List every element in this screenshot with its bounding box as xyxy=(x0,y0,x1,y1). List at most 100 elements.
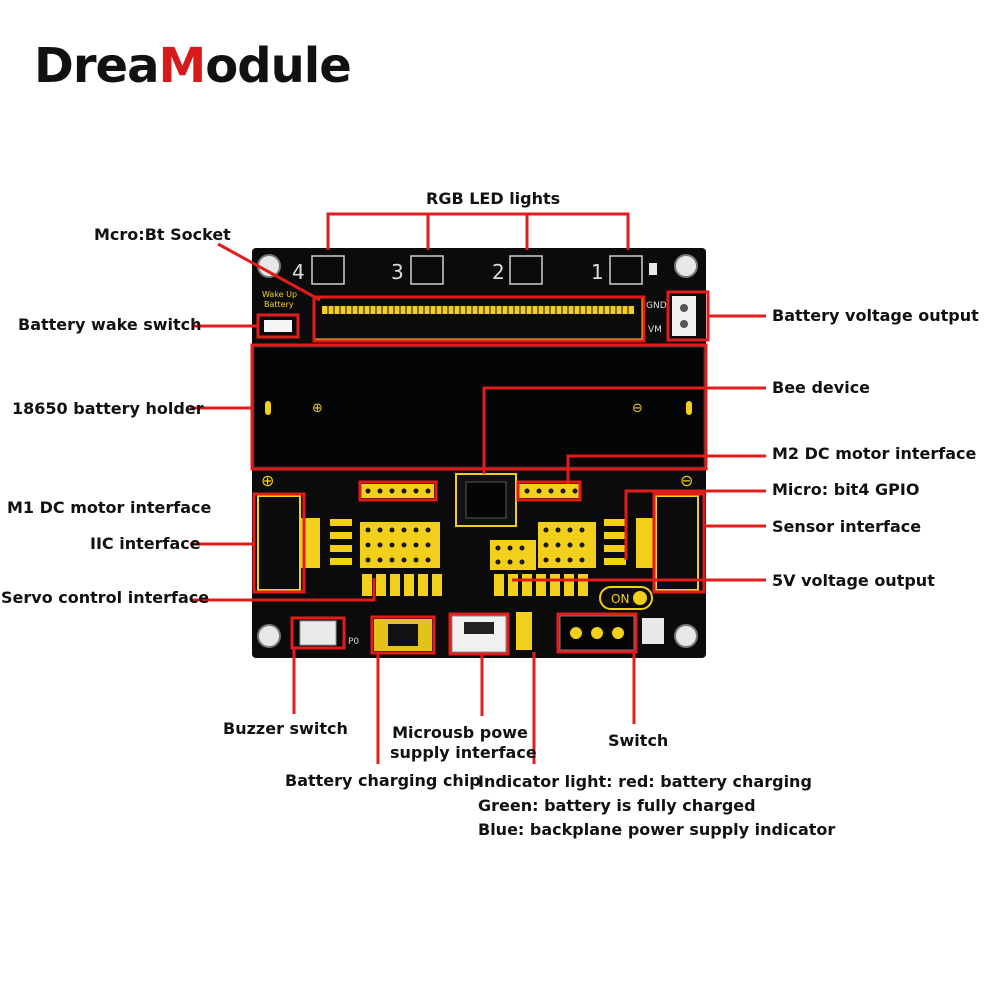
switch-terminal xyxy=(570,627,582,639)
indicator-note-line: Blue: backplane power supply indicator xyxy=(478,820,836,839)
iic-pad xyxy=(330,519,352,526)
rgb-leader xyxy=(326,212,630,250)
rgb-led-pad xyxy=(311,255,345,285)
brand-prefix: Drea xyxy=(34,38,159,94)
label-5v-output: 5V voltage output xyxy=(772,571,935,590)
charging-chip xyxy=(388,624,418,646)
label-rgb-led: RGB LED lights xyxy=(426,189,561,208)
led-number: 4 xyxy=(292,260,305,284)
label-m2-motor: M2 DC motor interface xyxy=(772,444,977,463)
m2-leader xyxy=(566,454,766,484)
plus-symbol: ⊕ xyxy=(312,401,323,416)
callout-usb-box xyxy=(448,612,510,656)
on-switch-knob xyxy=(633,591,647,605)
microusb-opening xyxy=(464,622,494,634)
switch-terminal xyxy=(612,627,624,639)
label-microusb: Microusb powe supply interface xyxy=(390,723,537,763)
servo-pads xyxy=(362,574,588,596)
callout-socket-box xyxy=(312,295,646,343)
label-switch: Switch xyxy=(608,731,669,750)
iic-pads xyxy=(330,519,352,565)
iic-pad xyxy=(330,532,352,539)
rgb-led-pad xyxy=(509,255,543,285)
indicator-leds xyxy=(516,612,532,650)
iic-pad xyxy=(330,558,352,565)
mounting-hole xyxy=(674,624,698,648)
bee-chip-core xyxy=(465,481,507,519)
indicator-note-line: Green: battery is fully charged xyxy=(478,796,756,815)
on-label: ON xyxy=(611,592,629,606)
header-pin xyxy=(680,304,688,312)
callout-m2-header-box xyxy=(516,480,582,502)
rgb-led-footprints xyxy=(311,255,643,285)
v5-header xyxy=(490,540,536,570)
label-iic: IIC interface xyxy=(90,534,201,553)
brand-logo: DreaModule xyxy=(34,42,352,90)
callout-m1-header-box xyxy=(358,480,438,502)
m2-polarity-icon: ⊖ xyxy=(680,471,693,490)
label-buzzer-switch: Buzzer switch xyxy=(223,719,348,738)
label-microbit-socket: Mcro:Bt Socket xyxy=(94,225,231,244)
vm-label: VM xyxy=(648,325,662,335)
led-number: 1 xyxy=(591,260,604,284)
right-pad xyxy=(604,532,626,539)
header-pin xyxy=(680,320,688,328)
switch-terminal xyxy=(591,627,603,639)
led-numbers: 4 3 2 1 xyxy=(292,260,604,284)
pin-separator xyxy=(327,306,629,314)
callout-chip-box xyxy=(370,615,436,655)
m1-header xyxy=(360,484,434,498)
gpio-leader xyxy=(624,489,766,560)
indicator-note-line: Indicator light: red: battery charging xyxy=(478,772,812,791)
battery-contact xyxy=(686,401,692,415)
small-component xyxy=(642,618,664,644)
servo-leader xyxy=(190,578,376,602)
label-battery-voltage: Battery voltage output xyxy=(772,306,979,325)
label-battery-holder: 18650 battery holder xyxy=(12,399,204,418)
indicator-note: Indicator light: red: battery charging G… xyxy=(478,770,835,842)
label-microusb-line2: supply interface xyxy=(390,743,537,762)
callout-switch-box xyxy=(556,612,638,654)
right-pad xyxy=(604,558,626,565)
brand-accent: M xyxy=(158,38,206,94)
iic-pad xyxy=(330,545,352,552)
power-pin-labels: GND VM xyxy=(646,301,667,335)
minus-symbol: ⊖ xyxy=(632,401,643,416)
label-charging-chip: Battery charging chip xyxy=(285,771,481,790)
right-pads xyxy=(604,519,626,565)
led-number: 2 xyxy=(492,260,505,284)
callout-buzzer-box xyxy=(290,616,346,650)
wake-label: Battery xyxy=(264,300,294,309)
wake-switch xyxy=(264,320,292,332)
label-m1-motor: M1 DC motor interface xyxy=(7,498,212,517)
mounting-hole xyxy=(257,624,281,648)
callout-sensor-box xyxy=(652,492,706,594)
wake-up-silk: Wake Up Battery xyxy=(262,290,297,309)
mounting-hole xyxy=(674,254,698,278)
battery-holder xyxy=(253,346,705,468)
right-pad xyxy=(604,545,626,552)
sensor-pads xyxy=(636,518,656,568)
small-led xyxy=(649,263,657,275)
label-bee: Bee device xyxy=(772,378,871,397)
label-servo: Servo control interface xyxy=(1,588,210,607)
label-gpio: Micro: bit4 GPIO xyxy=(772,480,920,499)
leader-lines xyxy=(190,212,766,764)
rgb-led-pad xyxy=(410,255,444,285)
right-pad xyxy=(604,519,626,526)
label-microusb-line1: Microusb powe xyxy=(392,723,528,742)
pin-holes xyxy=(365,488,585,565)
bee-leader xyxy=(482,386,766,474)
socket-leader xyxy=(217,242,321,302)
led-number: 3 xyxy=(391,260,404,284)
battery-contact xyxy=(265,401,271,415)
label-battery-wake: Battery wake switch xyxy=(18,315,202,334)
socket-pin-gaps xyxy=(327,306,629,314)
battery-voltage-header xyxy=(672,296,696,336)
rgb-led-pad xyxy=(609,255,643,285)
buzzer-switch-body xyxy=(299,620,337,646)
gnd-label: GND xyxy=(646,301,667,311)
on-switch-outline xyxy=(599,586,653,610)
